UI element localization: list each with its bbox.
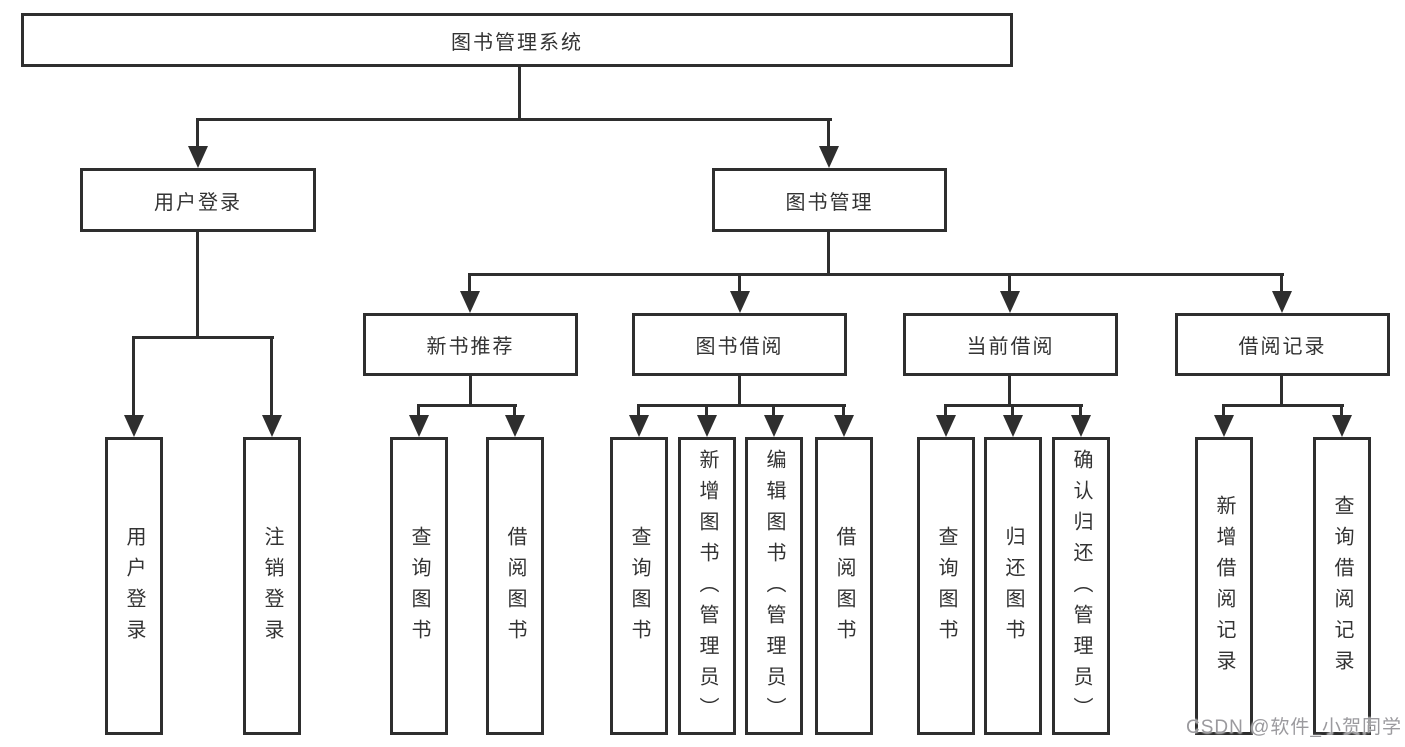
arrow-to-book-borrow [729, 273, 750, 313]
connector-mgmt-bar [468, 273, 1284, 276]
connector-user-stem [196, 230, 199, 339]
arrow-borrow-edit [763, 404, 784, 437]
leaf-add-book-admin: 新增图书（管理员） [678, 437, 736, 735]
leaf-query-borrow-record: 查询借阅记录 [1313, 437, 1371, 735]
leaf-recommend-borrow-books: 借阅图书 [486, 437, 544, 735]
node-new-book-recommend: 新书推荐 [363, 313, 578, 376]
arrow-recommend-query [408, 404, 429, 437]
connector-mgmt-stem [827, 230, 830, 276]
leaf-borrow-query-books: 查询图书 [610, 437, 668, 735]
leaf-current-query-books: 查询图书 [917, 437, 975, 735]
connector-current-stem [1008, 374, 1011, 406]
connector-recommend-bar [417, 404, 517, 407]
arrow-to-logout-leaf [261, 336, 282, 437]
arrow-to-user-login [187, 118, 208, 168]
connector-borrow-stem [738, 374, 741, 406]
connector-record-bar [1222, 404, 1344, 407]
connector-borrow-bar [637, 404, 846, 407]
arrow-borrow-add [696, 404, 717, 437]
leaf-confirm-return-admin: 确认归还（管理员） [1052, 437, 1110, 735]
leaf-logout: 注销登录 [243, 437, 301, 735]
arrow-current-return [1002, 404, 1023, 437]
leaf-add-borrow-record: 新增借阅记录 [1195, 437, 1253, 735]
node-book-management: 图书管理 [712, 168, 947, 232]
arrow-record-add [1213, 404, 1234, 437]
leaf-return-book: 归还图书 [984, 437, 1042, 735]
arrow-borrow-query [628, 404, 649, 437]
leaf-edit-book-admin: 编辑图书（管理员） [745, 437, 803, 735]
node-book-borrow: 图书借阅 [632, 313, 847, 376]
arrow-borrow-borrow [833, 404, 854, 437]
node-borrow-record: 借阅记录 [1175, 313, 1390, 376]
arrow-current-confirm [1070, 404, 1091, 437]
arrow-to-current-borrow [999, 273, 1020, 313]
connector-level1-bar [197, 118, 832, 121]
arrow-recommend-borrow [504, 404, 525, 437]
leaf-user-login: 用户登录 [105, 437, 163, 735]
connector-user-bar [132, 336, 274, 339]
node-current-borrow: 当前借阅 [903, 313, 1118, 376]
connector-record-stem [1280, 374, 1283, 406]
arrow-to-user-login-leaf [123, 336, 144, 437]
arrow-to-book-management [818, 118, 839, 168]
arrow-to-borrow-record [1271, 273, 1292, 313]
connector-recommend-stem [469, 374, 472, 406]
node-root: 图书管理系统 [21, 13, 1013, 67]
csdn-watermark: CSDN @软件_小贺同学 [1186, 717, 1402, 738]
connector-root-stem [518, 65, 521, 121]
arrow-current-query [935, 404, 956, 437]
arrow-to-new-book-recommend [459, 273, 480, 313]
arrow-record-query [1331, 404, 1352, 437]
leaf-borrow-borrow-books: 借阅图书 [815, 437, 873, 735]
leaf-recommend-query-books: 查询图书 [390, 437, 448, 735]
node-user-login-branch: 用户登录 [80, 168, 316, 232]
